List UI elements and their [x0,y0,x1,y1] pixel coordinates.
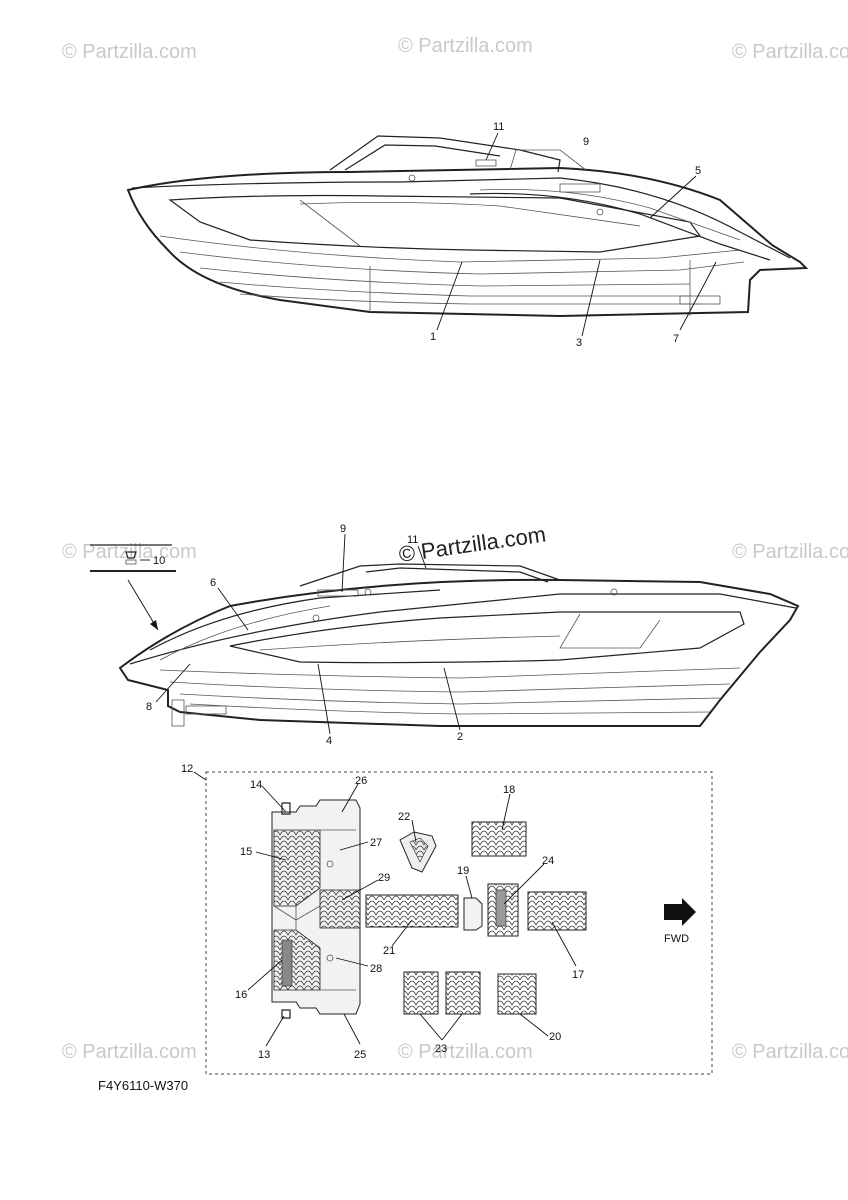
callout-3: 3 [576,337,582,349]
callout-11: 11 [493,121,504,133]
callout-21: 21 [383,945,395,957]
callout-23: 23 [435,1043,447,1055]
callout-9: 9 [340,523,346,535]
callout-10: 10 [153,555,165,567]
callout-8: 8 [146,701,152,713]
watermark-center: © Partzilla.com [397,522,547,567]
callout-13: 13 [258,1049,270,1061]
watermark: © Partzilla.com [398,35,533,57]
arrow-right-icon [664,898,696,926]
watermark: © Partzilla.com [62,41,197,63]
callout-26: 26 [355,775,367,787]
callout-4: 4 [326,735,332,747]
boat-top-view [126,135,809,318]
watermark: © Partzilla.com [732,41,848,63]
callout-27: 27 [370,837,382,849]
callout-20: 20 [549,1031,561,1043]
watermark: © Partzilla.com [732,541,848,563]
callout-2: 2 [457,731,463,743]
callout-18: 18 [503,784,515,796]
callout-11: 11 [407,534,418,546]
watermark: © Partzilla.com [732,1041,848,1063]
fwd-label: FWD [664,933,689,945]
top-callouts: 11 9 5 1 3 7 [430,121,717,349]
decal-10-inset: 10 [90,544,176,631]
bottom-callouts: 9 11 6 8 4 2 [146,523,463,747]
mat-kit: 12 FWD [181,763,713,1075]
callout-14: 14 [250,779,262,791]
callout-16: 16 [235,989,247,1001]
boat-bottom-view [118,563,800,727]
callout-12: 12 [181,763,193,775]
watermark: © Partzilla.com [398,1041,533,1063]
callout-24: 24 [542,855,554,867]
callout-22: 22 [398,811,410,823]
callout-19: 19 [457,865,469,877]
callout-15: 15 [240,846,252,858]
callout-1: 1 [430,331,436,343]
watermark: © Partzilla.com [62,1041,197,1063]
diagram-code: F4Y6110-W370 [98,1078,188,1093]
callout-6: 6 [210,577,216,589]
callout-9: 9 [583,136,589,148]
callout-5: 5 [695,165,701,177]
callout-17: 17 [572,969,584,981]
callout-28: 28 [370,963,382,975]
callout-25: 25 [354,1049,366,1061]
callout-29: 29 [378,872,390,884]
callout-7: 7 [673,333,679,345]
